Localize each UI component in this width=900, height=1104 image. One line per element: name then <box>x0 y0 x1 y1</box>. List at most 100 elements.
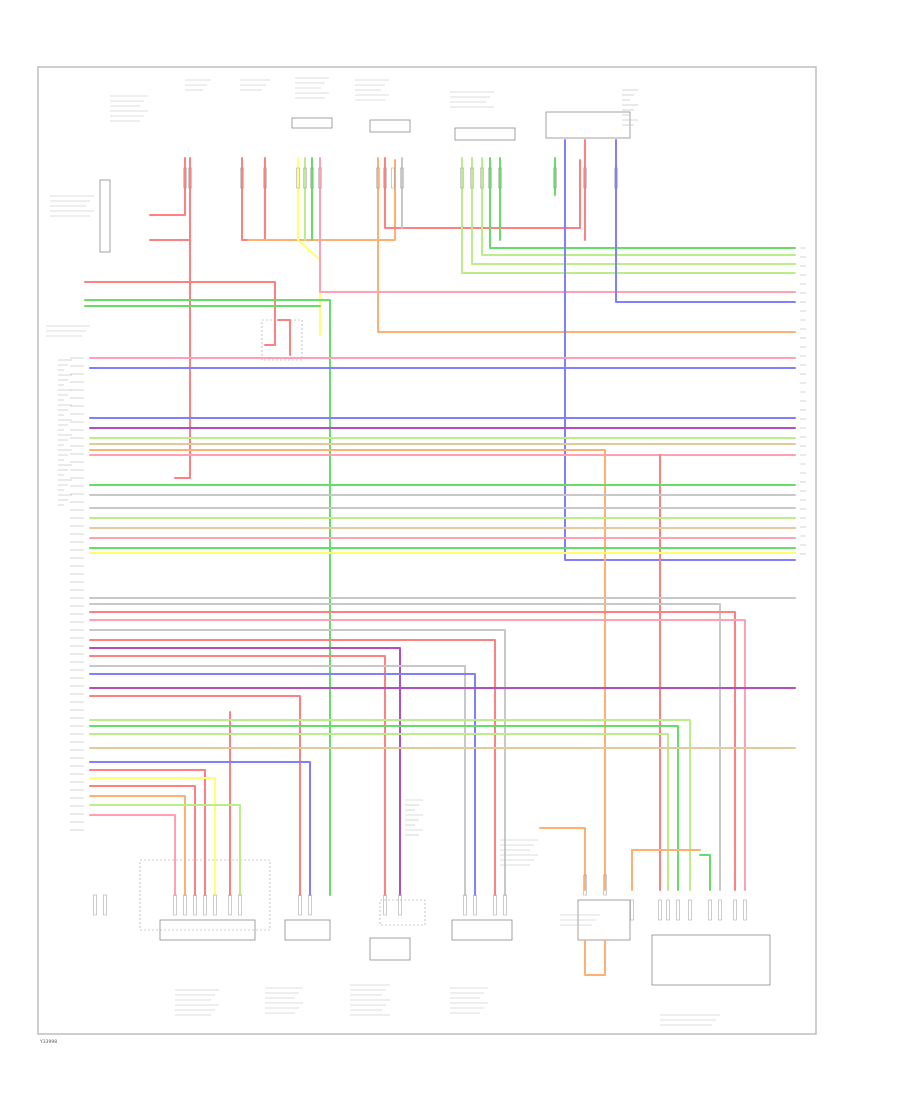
connector-pin-46 <box>93 894 97 916</box>
connector-pin-39 <box>666 899 670 921</box>
connector-pin-14 <box>480 167 484 189</box>
connector-pin-29 <box>383 894 387 916</box>
wire-orange-32 <box>89 449 606 891</box>
component-box-2 <box>454 127 516 141</box>
connector-pin-19 <box>614 167 618 189</box>
wire-red-0 <box>149 157 186 216</box>
connector-pin-28 <box>308 894 312 916</box>
component-box-3 <box>291 117 333 129</box>
connector-pin-32 <box>473 894 477 916</box>
wire-green-16 <box>489 157 796 249</box>
wire-blue-52 <box>89 673 476 896</box>
connector-pin-16 <box>498 167 502 189</box>
connector-pin-6 <box>310 167 314 189</box>
wire-yellow-6 <box>297 157 321 336</box>
connector-pin-35 <box>583 874 587 896</box>
wire-red-3 <box>241 157 321 241</box>
connector-pin-44 <box>733 899 737 921</box>
connector-pin-25 <box>228 894 232 916</box>
wire-harness <box>84 139 796 976</box>
connector-pin-15 <box>488 167 492 189</box>
wire-lime-65 <box>89 804 241 896</box>
connector-pin-34 <box>503 894 507 916</box>
wire-blue-60 <box>89 761 311 896</box>
wire-lime-15 <box>481 157 796 256</box>
wire-orange-68 <box>584 939 606 976</box>
component-box-0 <box>545 111 631 139</box>
connector-pin-37 <box>630 899 634 921</box>
wire-yellow-62 <box>89 777 216 896</box>
wire-blue-20 <box>615 139 796 303</box>
component-box-5 <box>284 919 331 941</box>
connector-pin-3 <box>263 167 267 189</box>
wire-pink-46 <box>89 619 746 891</box>
connector-pin-36 <box>603 874 607 896</box>
wire-orange-10 <box>377 157 796 333</box>
wire-red-22 <box>84 281 276 346</box>
connector-pin-0 <box>183 167 187 189</box>
connector-pins <box>93 167 747 921</box>
connector-pin-9 <box>383 167 387 189</box>
wire-pink-66 <box>89 814 176 896</box>
connector-pin-5 <box>303 167 307 189</box>
component-box-1 <box>369 119 411 133</box>
connector-pin-11 <box>400 167 404 189</box>
component-box-10 <box>99 179 111 253</box>
connector-pin-18 <box>583 167 587 189</box>
wire-red-45 <box>89 611 736 891</box>
connector-pin-7 <box>318 167 322 189</box>
wire-red-63 <box>89 785 196 896</box>
wire-red-2 <box>174 239 191 479</box>
connector-pin-8 <box>376 167 380 189</box>
wire-red-54 <box>89 695 301 896</box>
wire-gray-44 <box>89 603 721 891</box>
connector-pin-42 <box>708 899 712 921</box>
connector-pin-33 <box>493 894 497 916</box>
component-box-6 <box>369 937 411 961</box>
connector-pin-47 <box>103 894 107 916</box>
wire-green-69 <box>699 854 711 891</box>
wire-lime-14 <box>471 157 796 265</box>
connector-pin-10 <box>391 167 395 189</box>
connector-pin-45 <box>743 899 747 921</box>
page-id-label: Y33998 <box>39 1039 57 1045</box>
connector-pin-43 <box>718 899 722 921</box>
diagram-frame <box>37 66 817 1035</box>
connector-pin-26 <box>238 894 242 916</box>
connector-pin-38 <box>658 899 662 921</box>
connector-pin-23 <box>203 894 207 916</box>
wire-pink-9 <box>319 157 796 293</box>
connector-pin-12 <box>460 167 464 189</box>
component-dashed-outlines <box>139 319 426 931</box>
connector-pin-41 <box>688 899 692 921</box>
wire-green-57 <box>89 725 679 891</box>
connector-pin-17 <box>553 167 557 189</box>
component-labels <box>46 77 806 1026</box>
wire-lime-56 <box>89 719 691 891</box>
wire-gray-47 <box>89 629 506 896</box>
connector-pin-30 <box>398 894 402 916</box>
wire-red-48 <box>89 639 496 896</box>
wire-orange-64 <box>89 795 186 896</box>
wire-red-50 <box>89 655 386 896</box>
component-box-9 <box>651 934 771 986</box>
wire-red-61 <box>89 769 206 896</box>
connector-pin-22 <box>193 894 197 916</box>
connector-pin-13 <box>470 167 474 189</box>
wire-lime-13 <box>461 157 796 274</box>
wire-green-23 <box>84 299 331 896</box>
component-box-7 <box>451 919 513 941</box>
connector-pin-21 <box>183 894 187 916</box>
connector-pin-40 <box>676 899 680 921</box>
connector-pin-1 <box>188 167 192 189</box>
connector-pin-31 <box>463 894 467 916</box>
wire-violet-49 <box>89 647 401 896</box>
connector-pin-27 <box>298 894 302 916</box>
wire-gray-51 <box>89 665 466 896</box>
connector-pin-20 <box>173 894 177 916</box>
connector-pin-4 <box>296 167 300 189</box>
wire-blue-21 <box>564 139 796 561</box>
dashed-outline-0 <box>261 319 303 361</box>
